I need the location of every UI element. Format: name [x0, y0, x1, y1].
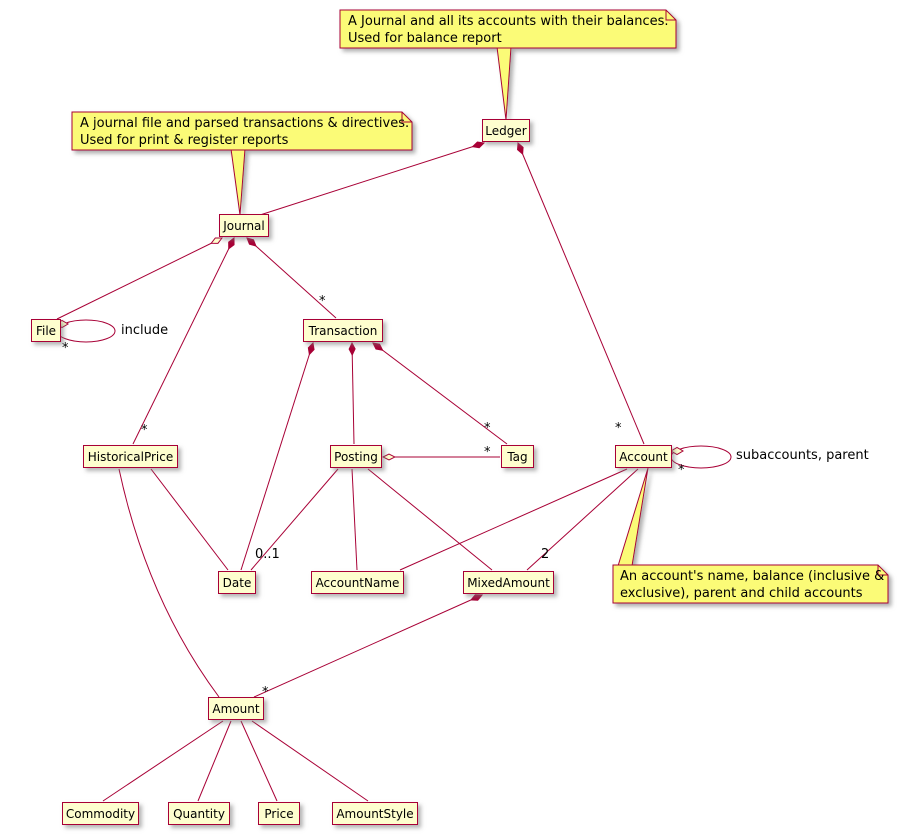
edge-transaction-date — [240, 343, 313, 571]
note-ledger-fold — [665, 10, 676, 21]
note-line: An account's name, balance (inclusive & — [620, 569, 885, 584]
note-line: Used for balance report — [348, 31, 502, 46]
note-account-shape — [612, 564, 889, 604]
note-ledger-shape — [339, 9, 677, 49]
class-mixedamount: MixedAmount — [463, 571, 554, 594]
edge-ledger-journal — [259, 143, 484, 216]
note-ledger: A Journal and all its accounts with thei… — [348, 13, 669, 47]
edge-posting-accountname — [351, 468, 358, 571]
edge-transaction-tag — [373, 343, 508, 445]
multiplicity-journal-historicalprice: * — [141, 423, 148, 438]
multiplicity-transaction-tag: * — [484, 421, 491, 436]
edge-account-accountname — [399, 468, 628, 571]
edge-amount-commodity — [102, 720, 224, 802]
edge-posting-mixedamount — [367, 468, 493, 571]
class-tag: Tag — [501, 445, 534, 468]
edge-historicalprice-date — [150, 468, 229, 571]
edge-amount-price — [240, 720, 278, 802]
edge-journal-transaction — [247, 238, 337, 319]
edge-mixedamount-amount — [253, 595, 482, 698]
class-price: Price — [258, 802, 300, 825]
note-line: A Journal and all its accounts with thei… — [348, 14, 669, 29]
edge-amount-amountstyle — [251, 720, 369, 802]
multiplicity-ledger-account: * — [615, 421, 622, 436]
edge-account-mixedamount — [526, 468, 639, 571]
multiplicity-mixedamount-amount: * — [262, 685, 269, 700]
multiplicity-account-self: * — [678, 463, 685, 478]
edge-transaction-posting — [352, 343, 354, 445]
note-account: An account's name, balance (inclusive & … — [620, 568, 884, 602]
multiplicity-journal-transaction: * — [319, 294, 326, 309]
class-historicalprice: HistoricalPrice — [83, 445, 178, 468]
label-include: include — [121, 323, 169, 338]
class-journal: Journal — [219, 214, 269, 237]
class-date: Date — [218, 571, 256, 594]
note-journal-shape — [71, 111, 413, 151]
multiplicity-account-mixedamount: 2 — [541, 547, 550, 562]
class-commodity: Commodity — [62, 802, 139, 825]
label-subaccounts-parent: subaccounts, parent — [736, 448, 869, 463]
class-posting: Posting — [330, 445, 382, 468]
edge-amount-quantity — [197, 720, 232, 802]
class-file: File — [31, 319, 61, 342]
class-ledger: Ledger — [482, 119, 530, 142]
edge-journal-historicalprice — [132, 238, 234, 445]
note-line: exclusive), parent and child accounts — [620, 586, 863, 601]
class-account: Account — [615, 445, 672, 468]
note-account-fold — [877, 565, 888, 576]
class-amount: Amount — [208, 697, 264, 720]
class-quantity: Quantity — [168, 802, 230, 825]
edge-historicalprice-amount — [118, 468, 220, 698]
edge-journal-file — [56, 238, 222, 320]
note-journal: A journal file and parsed transactions &… — [80, 115, 409, 149]
edge-ledger-account — [518, 143, 645, 445]
multiplicity-posting-tag: * — [484, 445, 491, 460]
note-tail-ledger — [496, 46, 512, 121]
multiplicity-file: * — [62, 341, 69, 356]
note-line: A journal file and parsed transactions &… — [80, 116, 410, 131]
edge-posting-date — [250, 468, 339, 571]
aggregation-diamond-account — [670, 446, 684, 456]
note-line: Used for print & register reports — [80, 133, 289, 148]
class-accountname: AccountName — [311, 571, 404, 594]
class-transaction: Transaction — [303, 319, 383, 342]
note-tail-journal — [230, 148, 246, 216]
multiplicity-posting-date: 0..1 — [255, 547, 280, 562]
note-journal-fold — [401, 112, 412, 123]
class-amountstyle: AmountStyle — [332, 802, 418, 825]
